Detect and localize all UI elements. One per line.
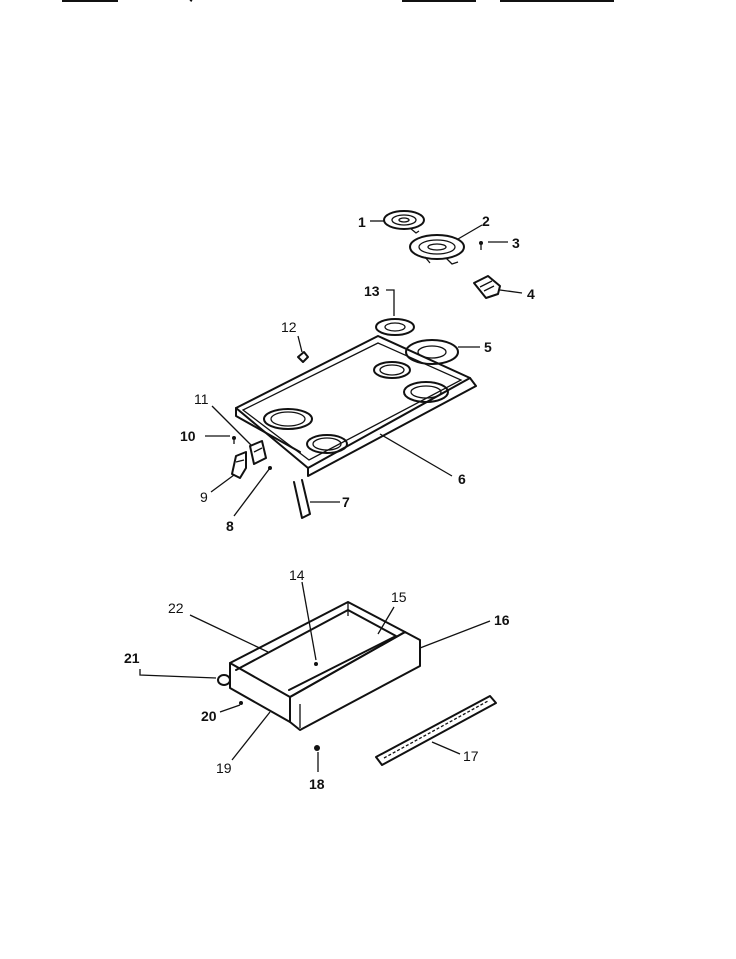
label-part-4: 4 xyxy=(527,286,535,302)
label-part-19: 19 xyxy=(216,760,232,776)
screw-part-14 xyxy=(314,662,318,666)
label-part-13: 13 xyxy=(364,283,380,299)
label-part-7: 7 xyxy=(342,494,350,510)
label-part-5: 5 xyxy=(484,339,492,355)
label-part-12: 12 xyxy=(281,319,297,335)
label-part-16: 16 xyxy=(494,612,510,628)
cooktop-main-top xyxy=(235,335,477,477)
drip-bowl-small xyxy=(375,318,415,336)
label-part-15: 15 xyxy=(391,589,407,605)
label-part-3: 3 xyxy=(512,235,520,251)
hinge-bracket xyxy=(231,451,247,479)
label-part-14: 14 xyxy=(289,567,305,583)
clip-part-12 xyxy=(297,351,309,363)
support-rod xyxy=(293,479,311,519)
label-part-22: 22 xyxy=(168,600,184,616)
label-part-9: 9 xyxy=(200,489,208,505)
bracket-part-11 xyxy=(249,440,267,465)
top-scan-marks xyxy=(62,0,614,2)
screw-part-10 xyxy=(232,436,236,444)
nut-part-18 xyxy=(314,745,320,751)
label-part-17: 17 xyxy=(463,748,479,764)
drawer-rail xyxy=(375,695,497,766)
label-part-20: 20 xyxy=(201,708,217,724)
label-part-2: 2 xyxy=(482,213,490,229)
label-part-6: 6 xyxy=(458,471,466,487)
screw-part-20 xyxy=(239,701,243,705)
surface-element-large xyxy=(409,234,465,265)
label-part-1: 1 xyxy=(358,214,366,230)
label-part-10: 10 xyxy=(180,428,196,444)
label-part-18: 18 xyxy=(309,776,325,792)
roller-part-21 xyxy=(217,674,231,686)
storage-drawer xyxy=(229,601,421,731)
leader-lines xyxy=(139,220,523,772)
label-part-11: 11 xyxy=(194,391,209,407)
drip-bowl-large xyxy=(405,339,459,365)
label-part-8: 8 xyxy=(226,518,234,534)
screw-part-3 xyxy=(479,241,483,250)
terminal-block xyxy=(473,275,501,299)
label-part-21: 21 xyxy=(124,650,140,666)
part-labels: 1 2 3 4 5 6 7 8 9 10 11 12 13 14 15 16 1… xyxy=(124,213,535,792)
surface-element-small xyxy=(383,210,425,234)
